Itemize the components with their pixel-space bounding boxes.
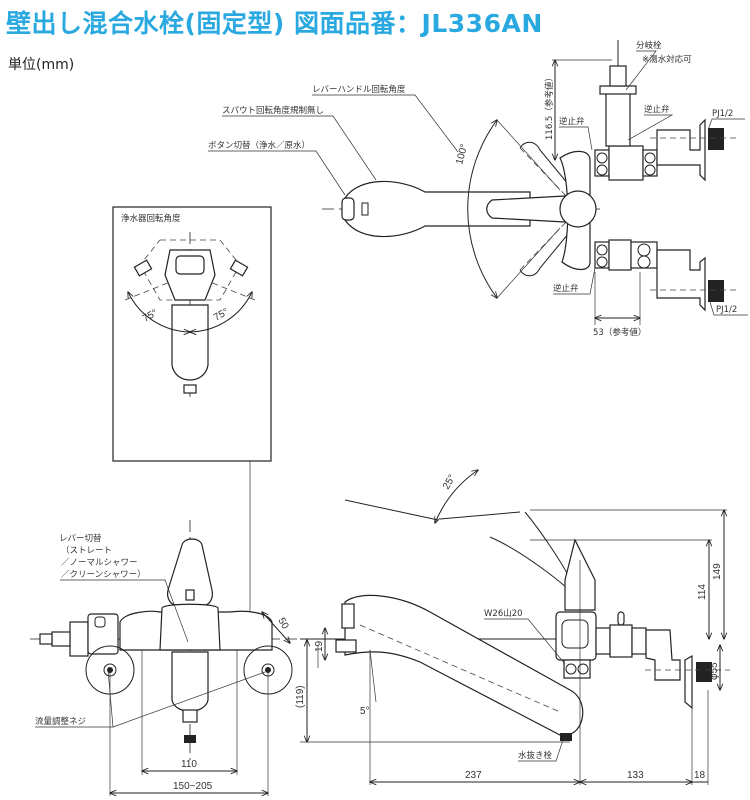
side-spout: [344, 594, 584, 736]
filter-angle-right: 75°: [212, 307, 231, 324]
lever-angle-arc: [467, 120, 497, 298]
dim-114: 114: [697, 584, 708, 600]
drain-plug-icon: [560, 733, 572, 741]
filter-cartridge: [171, 304, 209, 381]
spout-tip: [341, 197, 355, 221]
upper-fitting: [594, 40, 740, 182]
filter-angle-left: 75°: [141, 308, 160, 325]
dim-150-205: 150~205: [173, 781, 213, 792]
unit-label: 単位(mm): [8, 57, 75, 73]
lever-hub: [559, 190, 597, 228]
filter-view-title: 浄水器回転角度: [121, 213, 181, 224]
branch-height-dim: 116.5（参考値）: [544, 73, 555, 140]
spout-body: [344, 180, 531, 238]
switch-button-icon: [361, 202, 369, 216]
tilt-angle-value: 5°: [360, 706, 370, 717]
dim-50: 50: [275, 616, 290, 632]
lever-angle-value: 100°: [454, 143, 470, 166]
front-lever: [167, 538, 213, 606]
dim-133: 133: [627, 770, 644, 781]
lever-ghost-upper: [519, 147, 571, 201]
front-filter: [171, 651, 209, 712]
hot-water-note: ※湯水対応可: [642, 54, 692, 65]
spout-rotation-label: スパウト回転角度規制無し: [222, 105, 324, 116]
thread-label: W26山20: [484, 608, 523, 619]
lever-switch-option-3: ／クリーンシャワー）: [61, 569, 146, 580]
pj-thread-upper: [708, 128, 724, 150]
filter-angle-arc-left: [128, 292, 190, 332]
side-view: 25° 19 5° 237: [300, 470, 730, 785]
check-valve-label-lower: 逆止弁: [553, 283, 579, 294]
lower-fitting: [594, 239, 740, 312]
dim-110: 110: [181, 759, 197, 770]
dim-119: (119): [295, 685, 306, 708]
check-valve-label-right: 逆止弁: [644, 104, 670, 115]
dim-phi55: φ55: [709, 662, 720, 680]
pj-thread-lower: [708, 280, 724, 302]
branch-valve-label: 分岐栓: [636, 40, 662, 51]
dim-149: 149: [712, 563, 723, 580]
pj-label-lower: PJ1/2: [716, 305, 737, 315]
lever-switch-option-2: ／ノーマルシャワー: [61, 558, 138, 568]
lever-rotation-label: レバーハンドル回転角度: [312, 84, 406, 95]
filter-view-frame: [112, 206, 272, 462]
filter-outlet: [183, 384, 197, 394]
drain-plug-label: 水抜き栓: [518, 750, 553, 761]
spout-angle-arc: [435, 470, 478, 523]
dim-18: 18: [694, 770, 706, 781]
dim-19: 19: [314, 640, 325, 652]
lever-ghost-lower: [519, 217, 571, 271]
button-switch-label: ボタン切替（浄水／原水）: [208, 140, 310, 151]
pipe-length-dim: 53（参考値）: [593, 327, 646, 338]
pj-label-upper: PJ1/2: [712, 109, 733, 119]
lever-switch-label: レバー切替: [59, 533, 102, 544]
front-view: 50 110 150~205 (119) レバー切替 （ストレート ／ノーマルシ…: [30, 520, 570, 796]
dim-237: 237: [465, 770, 482, 781]
page-title: 壁出し混合水栓(固定型) 図面品番：JL336AN: [6, 9, 543, 38]
spout-angle-value: 25°: [441, 473, 458, 492]
check-valve-label-left: 逆止弁: [559, 116, 585, 127]
flow-screw-label: 流量調整ネジ: [35, 716, 86, 727]
top-view: 100°: [208, 40, 748, 338]
filter-angle-arc-right: [190, 292, 252, 332]
lever-switch-option-1: （ストレート: [61, 545, 112, 556]
wall-thread-icon: [696, 662, 712, 682]
